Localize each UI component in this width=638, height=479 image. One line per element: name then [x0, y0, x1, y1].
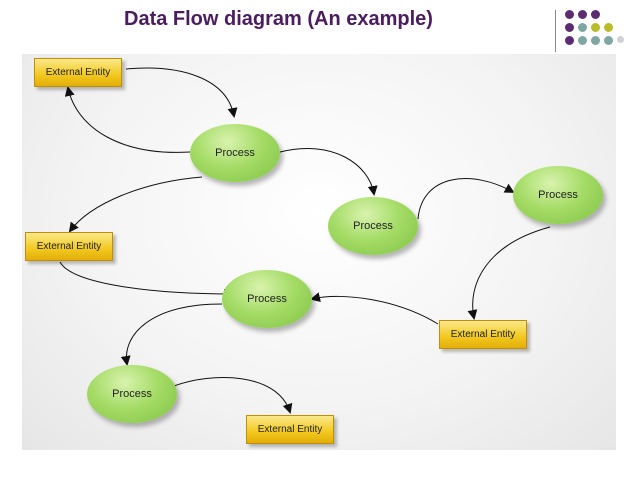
- process-node: Process: [513, 166, 603, 224]
- flow-arrow: [279, 148, 378, 196]
- dot: [578, 36, 587, 45]
- flow-arrow: [173, 377, 293, 414]
- dot: [578, 10, 587, 19]
- header-divider: [555, 10, 556, 52]
- flow-arrows: [59, 67, 551, 414]
- dot: [591, 36, 600, 45]
- flow-arrow: [59, 261, 234, 299]
- flow-arrow: [310, 292, 439, 325]
- slide-title: Data Flow diagram (An example): [124, 8, 433, 30]
- external-entity: External Entity: [439, 320, 527, 349]
- flow-arrow: [120, 303, 223, 366]
- dot: [565, 10, 574, 19]
- dot: [591, 10, 600, 19]
- flow-arrow: [467, 226, 551, 320]
- process-node: Process: [328, 197, 418, 255]
- dot: [617, 36, 624, 43]
- dot: [565, 23, 574, 32]
- dot: [591, 23, 600, 32]
- dot: [604, 23, 613, 32]
- dot: [578, 23, 587, 32]
- process-node: Process: [222, 270, 312, 328]
- external-entity: External Entity: [246, 415, 334, 444]
- diagram-canvas: External Entity External Entity External…: [22, 54, 616, 450]
- flow-arrow: [417, 178, 515, 220]
- dot: [604, 36, 613, 45]
- dot: [565, 36, 574, 45]
- external-entity: External Entity: [25, 232, 113, 261]
- process-node: Process: [87, 365, 177, 423]
- flow-arrow: [64, 86, 191, 153]
- process-node: Process: [190, 124, 280, 182]
- flow-arrow: [125, 67, 238, 118]
- flow-arrow: [68, 176, 203, 233]
- external-entity: External Entity: [34, 58, 122, 87]
